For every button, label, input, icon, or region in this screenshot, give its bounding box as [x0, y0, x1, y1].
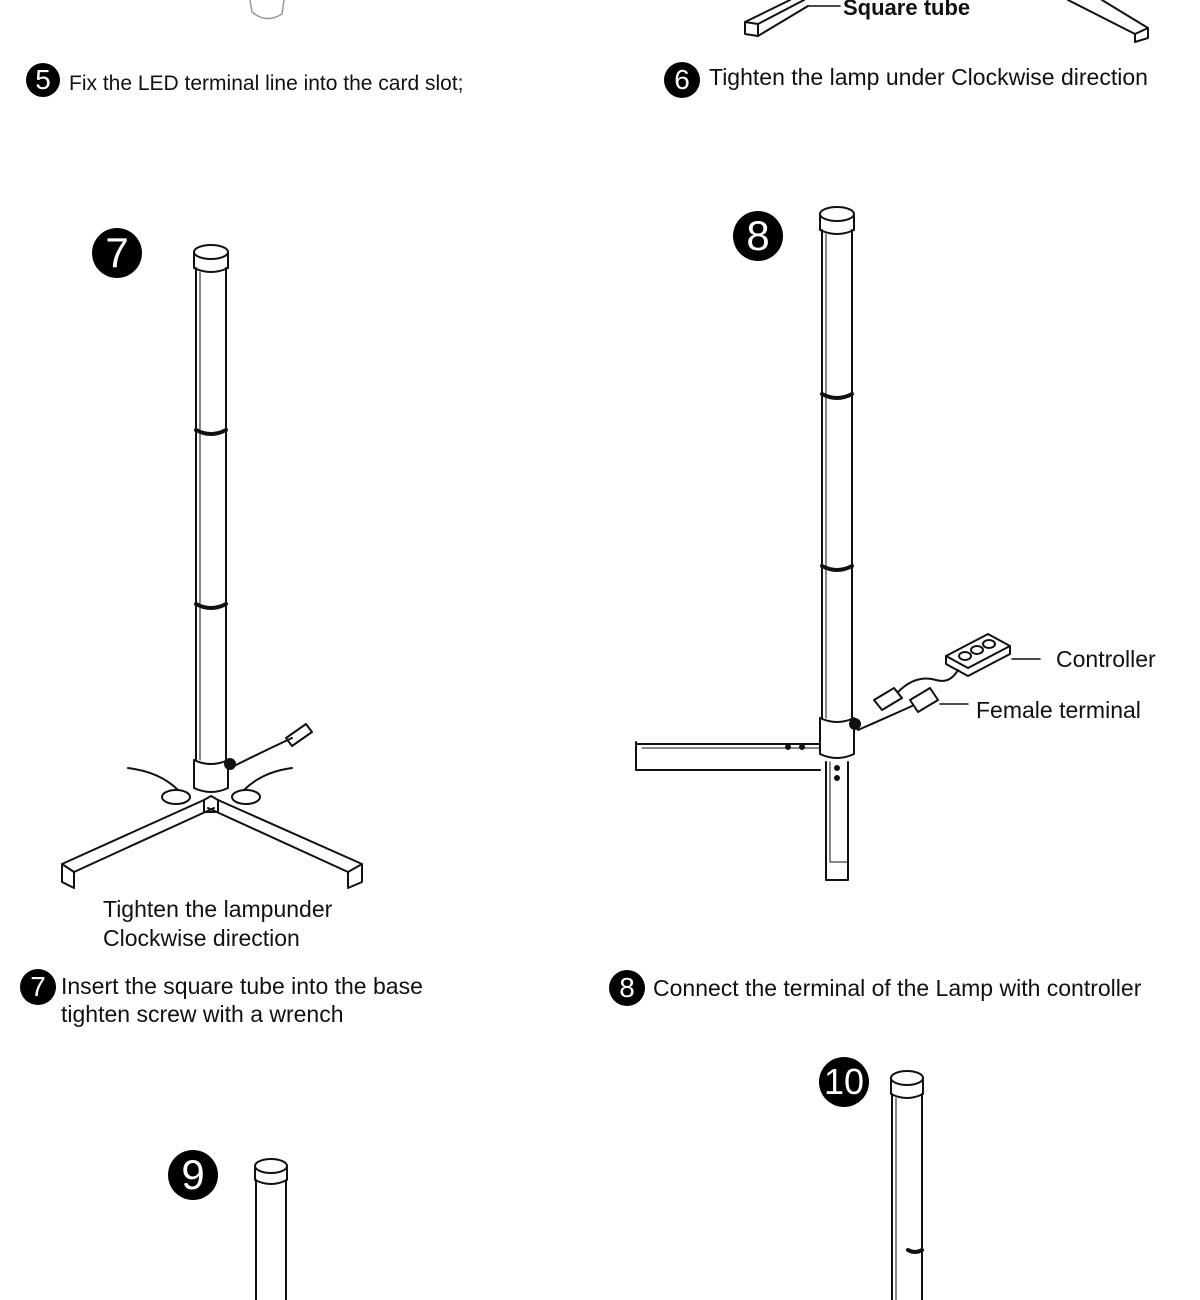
step7-caption-line2: tighten screw with a wrench — [61, 1001, 344, 1027]
step5-number-badge: 5 — [26, 63, 60, 97]
step8-lamp-illustration — [635, 206, 1041, 881]
step8-caption: Connect the terminal of the Lamp with co… — [653, 975, 1142, 1001]
square-tube-label: Square tube — [843, 0, 971, 20]
step8-number-badge: 8 — [609, 970, 645, 1006]
step10-diagram-badge: 10 — [819, 1057, 869, 1107]
step6-number-badge: 6 — [664, 62, 700, 98]
step9-diagram-badge: 9 — [168, 1150, 218, 1200]
step7-caption-line1: Insert the square tube into the base — [61, 973, 423, 999]
tighten-label-line1: Tighten the lampunder — [103, 896, 333, 922]
step9-lamp-illustration — [254, 1158, 288, 1300]
female-terminal-label: Female terminal — [976, 697, 1141, 723]
step5-caption: Fix the LED terminal line into the card … — [69, 72, 464, 95]
step6-square-tube-fragment — [744, 0, 1149, 43]
step7-lamp-illustration — [61, 244, 363, 889]
step7-number-badge: 7 — [20, 969, 56, 1005]
step5-illustration-fragment — [249, 0, 285, 20]
step8-diagram-badge: 8 — [733, 211, 783, 261]
controller-label: Controller — [1056, 646, 1156, 672]
step7-diagram-badge: 7 — [92, 228, 142, 278]
step6-caption: Tighten the lamp under Clockwise directi… — [709, 64, 1148, 90]
tighten-label-line2: Clockwise direction — [103, 925, 300, 951]
step10-lamp-illustration — [890, 1070, 924, 1300]
